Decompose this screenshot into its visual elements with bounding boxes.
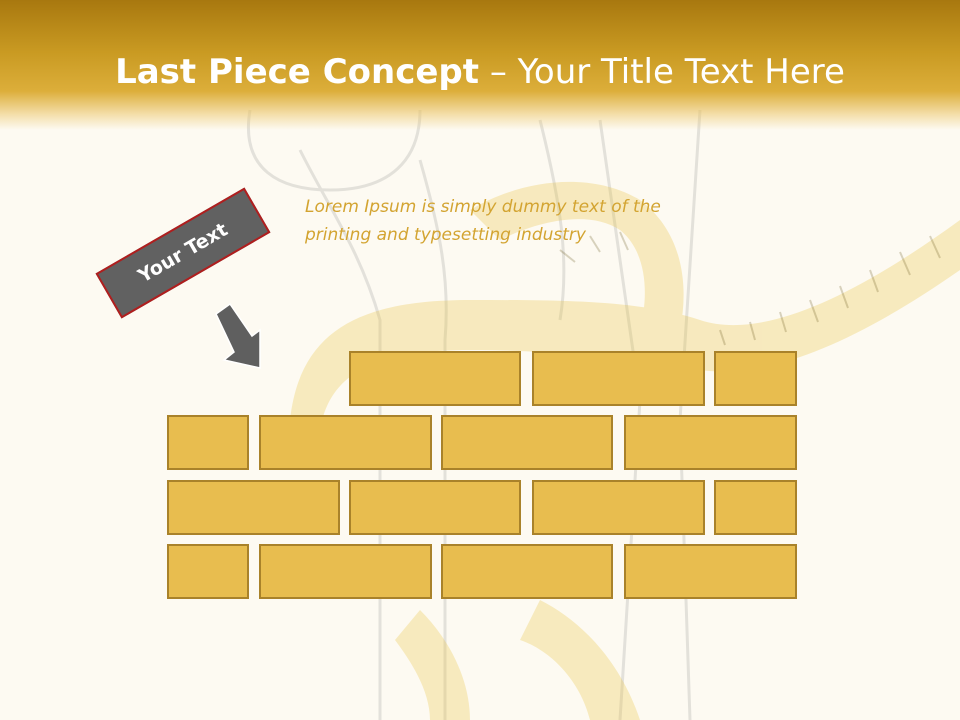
brick [441, 415, 613, 470]
brick [441, 544, 613, 599]
brick [714, 480, 797, 535]
brick [167, 480, 340, 535]
body-text: Lorem Ipsum is simply dummy text of the … [305, 197, 661, 245]
brick [532, 351, 705, 406]
slide-title: Last Piece Concept – Your Title Text Her… [0, 52, 960, 92]
brick [714, 351, 797, 406]
title-bold-part: Last Piece Concept [115, 52, 480, 92]
brick [624, 544, 797, 599]
down-right-arrow-icon [215, 302, 261, 369]
brick [624, 415, 797, 470]
brick [167, 415, 249, 470]
brick [532, 480, 705, 535]
brick [259, 415, 432, 470]
brick [259, 544, 432, 599]
title-subtitle-part: – Your Title Text Here [479, 52, 845, 92]
brick [167, 544, 249, 599]
brick [349, 480, 521, 535]
brick [349, 351, 521, 406]
header-band [0, 0, 960, 130]
